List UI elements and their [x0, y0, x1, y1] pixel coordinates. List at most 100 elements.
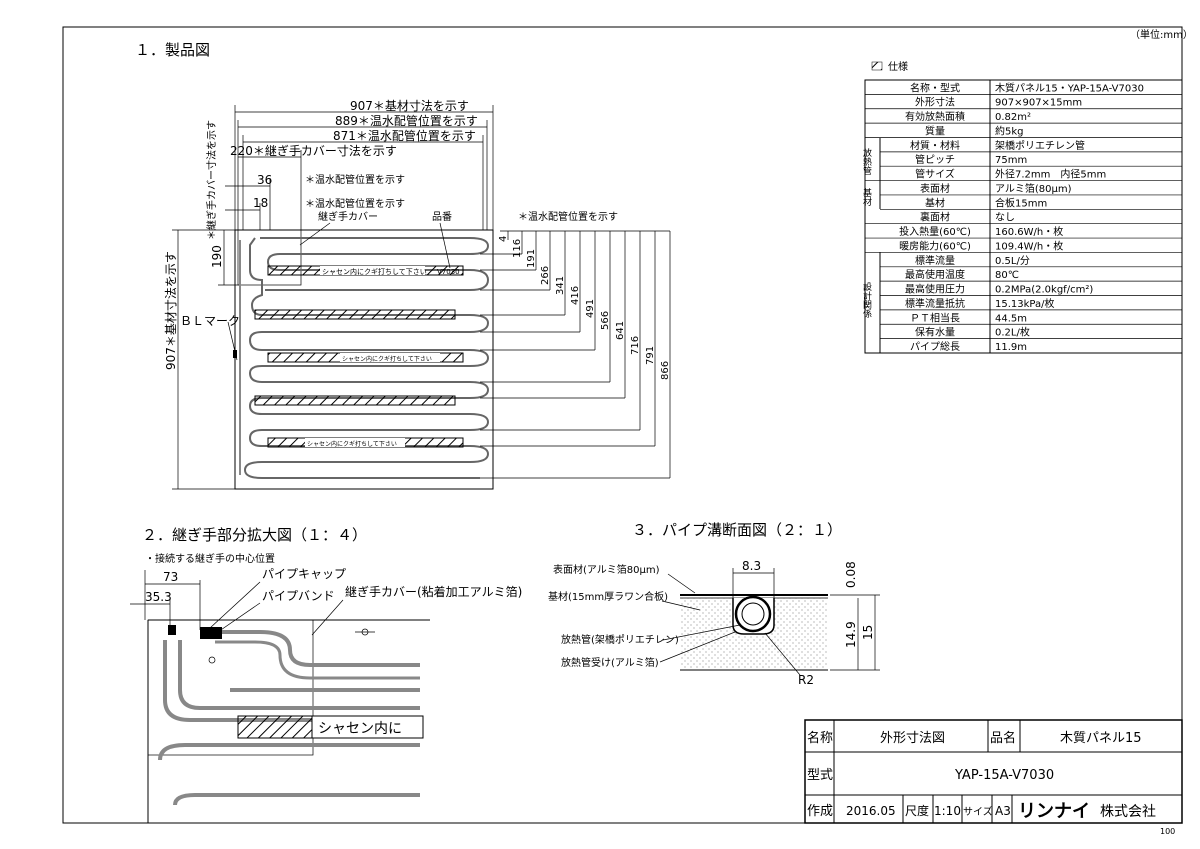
spec-label-14: 最高使用圧力: [905, 283, 965, 296]
label-pipe-band: パイプバンド: [262, 589, 335, 603]
label-pipe-cap: パイプキャップ: [262, 567, 346, 581]
dim-18: 18: [253, 196, 268, 210]
spec-value-18: 11.9m: [995, 342, 1027, 353]
bl-mark-label: ＢＬマーク: [180, 314, 240, 328]
svg-text:73: 73: [163, 570, 178, 584]
label-surface: 表面材(アルミ箔80μm): [553, 563, 660, 576]
spec-label-8: 基材: [925, 196, 945, 209]
svg-text:266: 266: [540, 266, 551, 285]
svg-text:791: 791: [645, 346, 656, 365]
label-base: 基材(15mm厚ラワン合板): [548, 590, 668, 603]
spec-heading: 仕様: [888, 60, 908, 73]
dim-889: 889＊温水配管位置を示す: [335, 113, 478, 128]
tb-product-label: 品名: [990, 730, 1016, 746]
svg-text:416: 416: [570, 286, 581, 305]
tb-model-label: 型式: [807, 768, 833, 783]
joint-strip-text: シャセン内に: [318, 721, 402, 737]
spec-label-17: 保有水量: [915, 326, 955, 339]
right-dimensions: 4 116 191 266 341 416 491 566 641 716 79…: [480, 230, 671, 479]
top-dimensions: 907＊基材寸法を示す 889＊温水配管位置を示す 871＊温水配管位置を示す …: [225, 99, 494, 230]
svg-text:641: 641: [615, 321, 626, 340]
spec-value-8: 合板15mm: [995, 196, 1047, 209]
unit-note: （単位:mm）: [1130, 28, 1193, 41]
pipe-cross-section: 8.3 0.08 14.9 15 R2: [680, 559, 880, 687]
spec-value-2: 0.82m²: [995, 112, 1031, 123]
spec-label-13: 最高使用温度: [905, 268, 965, 281]
dim-15: 15: [861, 625, 875, 640]
panel-plan: シャセン内にクギ打ちして下さい V7030 シャセン内にクギ打ちして下さい シャ…: [233, 229, 494, 490]
dim-36: 36: [257, 173, 272, 187]
label-hinban: 品番: [432, 211, 452, 223]
dim-0-08: 0.08: [844, 561, 858, 588]
strip-text-3: シャセン内にクギ打ちして下さい: [307, 440, 397, 448]
svg-text:491: 491: [585, 299, 596, 318]
bl-mark: [233, 350, 237, 358]
label-pipe: 放熱管(架橋ポリエチレン): [561, 633, 679, 646]
spec-value-9: なし: [995, 212, 1015, 224]
spec-label-10: 投入熱量(60℃): [899, 225, 971, 238]
spec-label-3: 質量: [925, 124, 945, 137]
tb-scale-value: 1:10: [934, 804, 961, 818]
spec-value-17: 0.2L/枚: [995, 326, 1030, 339]
spec-value-7: アルミ箔(80μm): [995, 182, 1072, 195]
label-joint-cover: 継ぎ手カバー: [318, 210, 378, 223]
svg-text:341: 341: [555, 276, 566, 295]
svg-text:4: 4: [498, 236, 509, 242]
tb-made-value: 2016.05: [846, 804, 896, 818]
tb-name-value: 外形寸法図: [880, 731, 945, 746]
note-18: ＊温水配管位置を示す: [305, 197, 405, 210]
joint-cover-outline: [237, 229, 302, 286]
spec-label-0: 名称・型式: [910, 81, 960, 94]
panel-outline: [234, 229, 494, 490]
section-title-joint: ２．継ぎ手部分拡大図（１：４）: [142, 526, 367, 544]
svg-text:866: 866: [660, 361, 671, 380]
tb-model-value: YAP-15A-V7030: [954, 768, 1054, 783]
spec-label-4: 材質・材料: [910, 139, 960, 152]
spec-table: 名称・型式 木質パネル15・YAP-15A-V7030 外形寸法 907×907×15…: [861, 79, 1183, 354]
joint-dimensions: 73 35.3: [130, 570, 201, 630]
section-title-section: ３．パイプ溝断面図（２：１）: [632, 521, 842, 539]
spec-label-5: 管ピッチ: [915, 153, 955, 166]
label-right-note: ＊温水配管位置を示す: [518, 210, 618, 223]
tb-made-label: 作成: [807, 804, 833, 819]
spec-label-11: 暖房能力(60℃): [899, 239, 971, 252]
spec-label-16: ＰＴ相当長: [910, 311, 960, 324]
spec-group-base: 基材: [861, 187, 872, 206]
tb-size-label: サイズ: [963, 805, 993, 818]
spec-value-6: 外径7.2mm 内径5mm: [995, 168, 1106, 181]
dim-871: 871＊温水配管位置を示す: [333, 128, 476, 143]
spec-value-10: 160.6W/h・枚: [995, 225, 1063, 238]
tb-size-value: A3: [995, 804, 1011, 818]
dim-190: 190: [210, 245, 224, 268]
svg-text:116: 116: [512, 239, 523, 258]
spec-hatch-icon: [871, 61, 883, 71]
spec-label-7: 表面材: [920, 182, 950, 195]
dim-907: 907＊基材寸法を示す: [350, 99, 469, 113]
tb-scale-label: 尺度: [905, 803, 929, 818]
joint-center-note: ・接続する継ぎ手の中心位置: [145, 552, 275, 565]
spec-value-16: 44.5m: [995, 313, 1027, 324]
spec-value-11: 109.4W/h・枚: [995, 239, 1063, 252]
spec-group-design: 設計関係: [861, 281, 872, 319]
label-joint-cover-foil: 継ぎ手カバー(粘着加工アルミ箔): [345, 584, 522, 599]
spec-group-pipe: 放熱管: [861, 147, 872, 175]
spec-value-4: 架橋ポリエチレン管: [995, 139, 1085, 152]
spec-value-3: 約5kg: [995, 124, 1024, 137]
radius-r2: R2: [798, 673, 814, 687]
spec-label-15: 標準流量抵抗: [905, 297, 965, 310]
spec-label-1: 外形寸法: [915, 96, 955, 109]
spec-value-1: 907×907×15mm: [995, 98, 1082, 109]
sheet-border: [62, 26, 1183, 824]
note-36: ＊温水配管位置を示す: [305, 173, 405, 186]
strip-text-2: シャセン内にクギ打ちして下さい: [342, 355, 432, 363]
joint-enlarged-view: シャセン内に: [147, 619, 430, 823]
svg-text:191: 191: [526, 249, 537, 268]
vertical-cover-note: ＊継ぎ手カバー寸法を示す: [205, 120, 218, 240]
section-title-product: １．製品図: [135, 41, 210, 59]
svg-text:716: 716: [630, 336, 641, 355]
spec-label-12: 標準流量: [915, 254, 955, 267]
spec-value-0: 木質パネル15・YAP-15A-V7030: [995, 81, 1144, 94]
spec-value-15: 15.13kPa/枚: [995, 297, 1055, 310]
label-pipe-holder: 放熱管受け(アルミ箔): [561, 656, 659, 669]
